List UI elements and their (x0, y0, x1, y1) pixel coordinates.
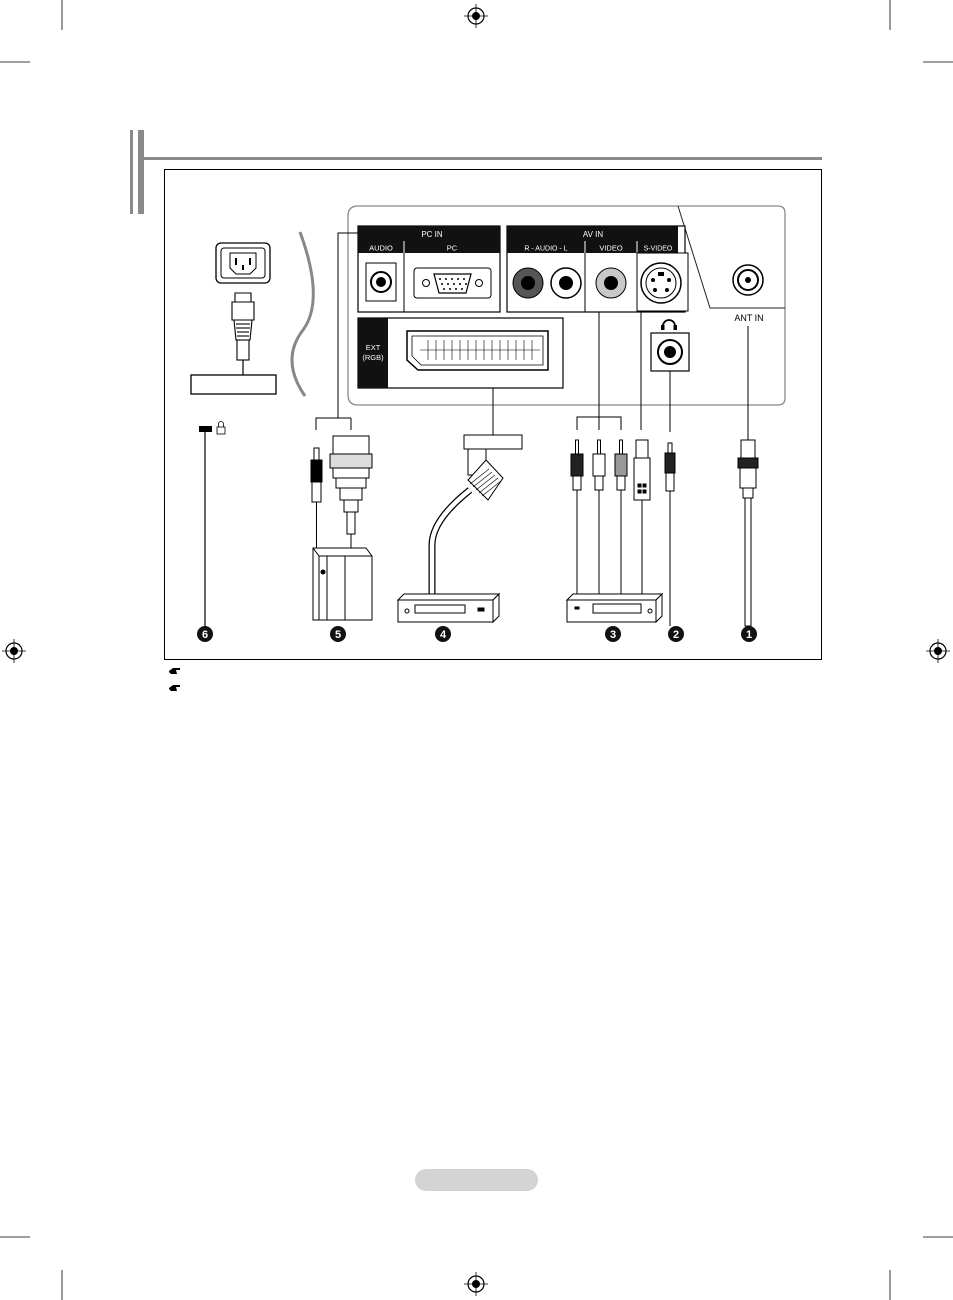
headphone-jack (651, 333, 689, 371)
av-in-label: AV IN (583, 230, 604, 239)
page-number-pill (415, 1169, 538, 1191)
power-label-box (191, 375, 276, 394)
headphone-cable (665, 443, 675, 626)
antenna-cable (738, 440, 758, 626)
scart-cable (432, 435, 522, 600)
s-video-port (637, 253, 688, 311)
callout-1: 1 (741, 626, 757, 642)
s-video-cable (634, 440, 650, 594)
pc-vga-port (414, 268, 491, 298)
pc-label: PC (447, 244, 458, 253)
power-plug (232, 293, 254, 360)
pc-in-label: PC IN (421, 230, 443, 239)
pc-audio-cable (311, 448, 322, 550)
kensington-slot (199, 426, 212, 432)
av-cables (571, 440, 627, 594)
callout-3: 3 (605, 626, 621, 642)
ant-panel-edge (678, 206, 785, 308)
svg-text:2: 2 (673, 629, 679, 641)
lock-icon (217, 422, 225, 435)
callout-2: 2 (668, 626, 684, 642)
note-hand-icon (168, 666, 182, 675)
vcr-device (398, 594, 499, 622)
curve-divider (292, 232, 313, 396)
computer-tower (313, 548, 372, 620)
audio-l-jack (551, 268, 581, 298)
pc-audio-label: AUDIO (369, 244, 393, 253)
note-hand-icon (168, 683, 182, 692)
av-audio-label: R - AUDIO - L (524, 246, 567, 253)
note-line-2 (168, 683, 182, 695)
svg-text:3: 3 (610, 629, 616, 641)
headphones-icon (661, 320, 677, 330)
av-video-label: VIDEO (599, 244, 623, 253)
svg-text:5: 5 (335, 629, 341, 641)
ant-in-label: ANT IN (734, 313, 763, 323)
callout-5: 5 (330, 626, 346, 642)
power-socket (216, 243, 270, 283)
av-s-video-label: S-VIDEO (644, 246, 673, 253)
callout-4: 4 (435, 626, 451, 642)
ant-in-port (733, 265, 763, 295)
note-line-1 (168, 666, 182, 678)
pc-audio-jack (366, 263, 396, 301)
svg-text:6: 6 (202, 629, 208, 641)
svg-text:1: 1 (746, 629, 752, 641)
vga-cable (330, 436, 372, 550)
scart-port (407, 331, 548, 370)
rgb-label: (RGB) (362, 353, 384, 362)
audio-r-jack (513, 268, 543, 298)
av-device (567, 594, 662, 622)
svg-text:4: 4 (440, 629, 447, 641)
ext-label: EXT (366, 343, 381, 352)
callout-6: 6 (197, 626, 213, 642)
video-jack (596, 268, 626, 298)
